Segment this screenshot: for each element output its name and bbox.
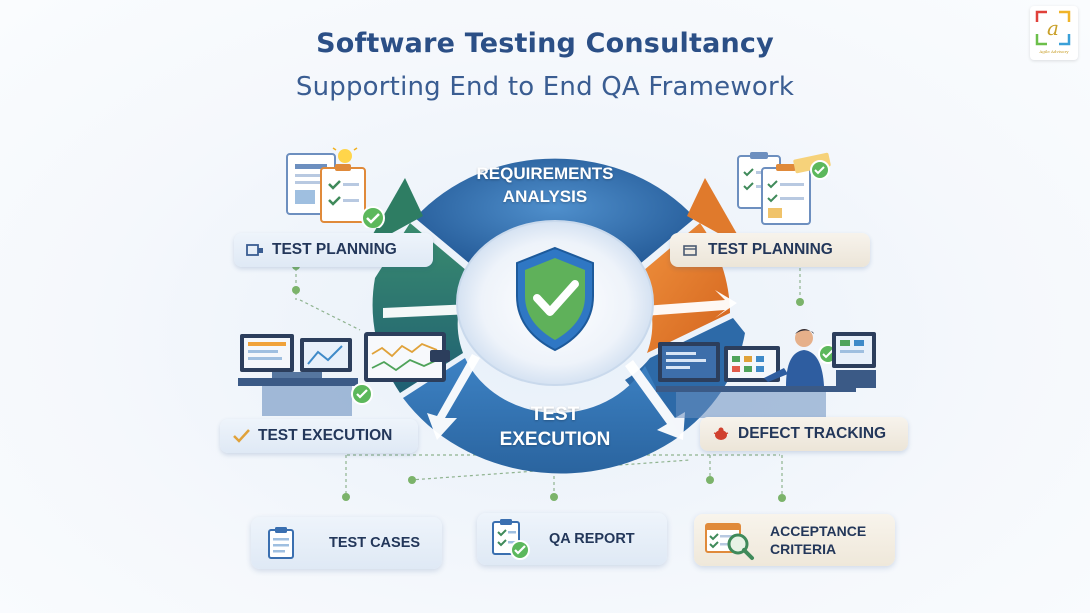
shield-check-icon [516,246,594,352]
checklist-illustration [737,152,831,225]
requirements-line1: REQUIREMENTS [476,164,614,183]
segment-requirements-analysis [415,158,695,268]
test-execution-line1: TEST [530,404,580,425]
right-workstation-illustration [656,329,876,418]
label-text: TEST PLANNING [272,241,397,258]
label-test-planning-right: TEST PLANNING [670,233,870,267]
checkmark-icon [233,429,250,443]
card-qa-report: QA REPORT [477,513,667,565]
label-test-execution-left: TEST EXECUTION [220,419,418,453]
requirements-line2: ANALYSIS [502,187,588,206]
segment-test-execution [403,358,680,474]
test-execution-line2: EXECUTION [499,429,611,450]
planning-documents-illustration [286,147,385,228]
document-icon [683,245,697,256]
card-acceptance-criteria: ACCEPTANCE CRITERIA [694,514,895,566]
bug-icon [713,427,729,440]
clipboard-icon [268,527,294,559]
cycle-label-test-execution: TEST EXECUTION [460,402,650,452]
card-label: QA REPORT [549,531,635,547]
magnifier-document-icon [705,523,754,560]
label-text: TEST PLANNING [708,241,833,258]
logo-tagline: Agile Advisory [1039,49,1069,54]
label-test-planning-left: TEST PLANNING [234,233,433,267]
card-label-line2: CRITERIA [770,541,837,557]
logo-mark-icon: a [1035,10,1071,46]
label-text: TEST EXECUTION [258,427,393,444]
label-defect-tracking: DEFECT TRACKING [700,417,908,451]
left-workstation-illustration [238,332,450,416]
report-check-icon [492,519,530,560]
page-title: Software Testing Consultancy [316,28,774,59]
cycle-label-requirements: REQUIREMENTS ANALYSIS [440,162,650,208]
svg-text:a: a [1047,16,1059,40]
brand-logo: a Agile Advisory [1030,6,1078,60]
label-text: DEFECT TRACKING [738,425,887,442]
card-label: TEST CASES [329,535,421,551]
acceptance-label: ACCEPTANCE CRITERIA [770,522,866,558]
card-test-cases: TEST CASES [251,517,442,569]
clipboard-icon [246,244,263,256]
page-subtitle: Supporting End to End QA Framework [295,72,795,102]
card-label-line1: ACCEPTANCE [770,523,867,539]
